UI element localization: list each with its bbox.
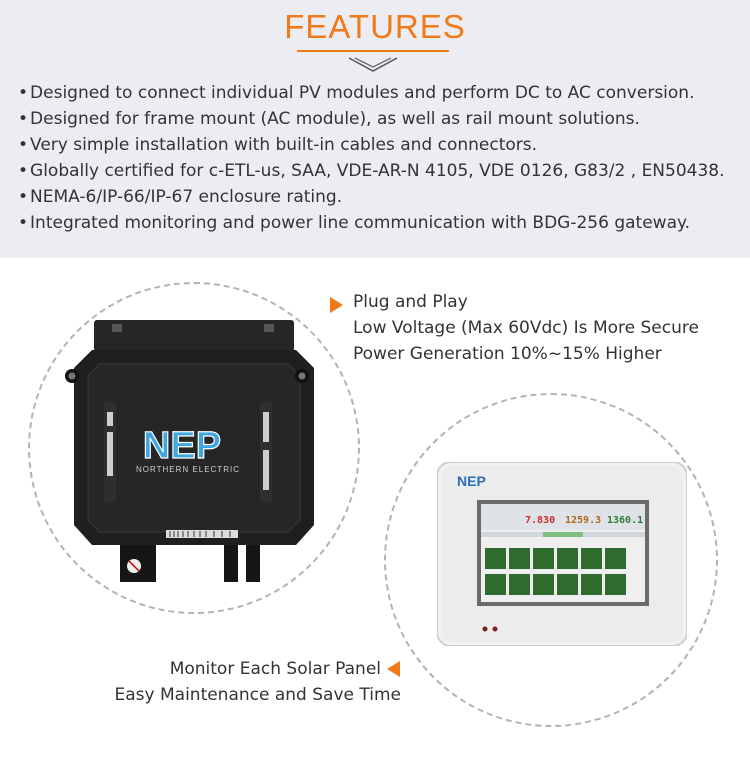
feature-item: •Designed for frame mount (AC module), a… [18,109,640,129]
chevron-down-icon [345,56,401,72]
arrow-left-icon [387,661,400,677]
product-circle-left [28,282,360,614]
feature-item: •Very simple installation with built-in … [18,135,538,155]
features-band [0,58,750,258]
feature-item: •Designed to connect individual PV modul… [18,83,695,103]
monitor-logo: NEP [457,473,486,489]
monitor-reading-1: 7.830 [525,515,555,526]
feature-item: •NEMA-6/IP-66/IP-67 enclosure rating. [18,187,343,207]
monitor-reading-2: 1259.3 [565,515,601,526]
callout-line-wrap: Monitor Each Solar Panel [115,656,400,682]
feature-item: •Integrated monitoring and power line co… [18,213,691,233]
callout-line: Power Generation 10%~15% Higher [353,344,662,364]
monitor-reading-3: 1360.1 [607,515,643,526]
callout-monitor: Monitor Each Solar Panel Easy Maintenanc… [114,656,402,708]
microinverter-image: NEP NORTHERN ELECTRIC [65,320,314,582]
callout-line: Plug and Play [353,292,468,312]
callout-line: Easy Maintenance and Save Time [114,685,402,705]
callout-line: Low Voltage (Max 60Vdc) Is More Secure [353,318,699,338]
monitoring-display-image: NEP 7.830 1259.3 1360.1 [437,462,687,646]
features-list: •Designed to connect individual PV modul… [18,80,725,236]
device-logo: NEP [143,425,221,467]
page-title: FEATURES [284,8,466,45]
features-header: FEATURES [0,0,750,58]
feature-item: •Globally certified for c-ETL-us, SAA, V… [18,161,725,181]
callout-line: Monitor Each Solar Panel [169,659,381,679]
title-underline [297,50,449,52]
product-circle-right [384,393,718,727]
device-brand: NORTHERN ELECTRIC [136,465,240,474]
arrow-right-icon [330,297,343,313]
